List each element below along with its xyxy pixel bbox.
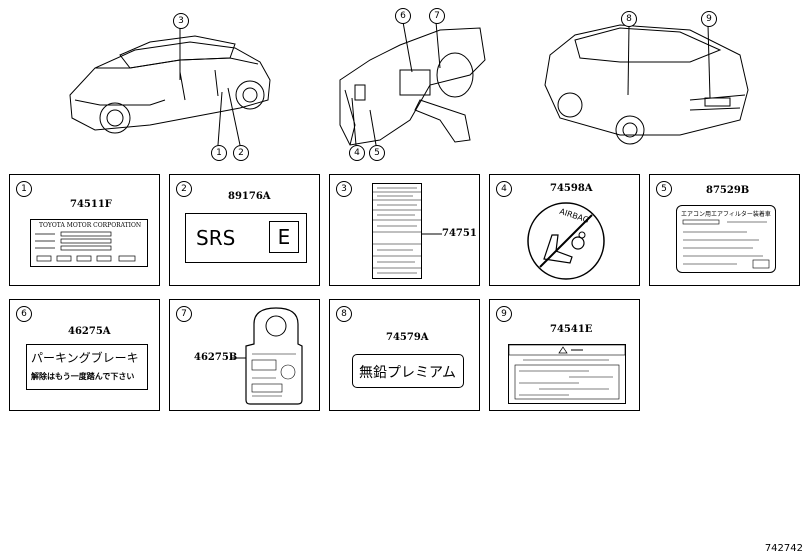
panel-1: 1 74511F TOYOTA MOTOR CORPORATION [9,174,160,286]
car-interior-view [339,27,486,146]
part-code: 74541E [550,324,593,335]
part-code: 46275B [194,352,238,363]
plate-lines [35,231,136,262]
panel-3: 3 74751 [329,174,480,286]
callout-1: 1 [211,145,227,161]
parking-brake-label: パーキングブレーキ 解除はもう一度踏んで下さい [26,344,148,390]
panel-number: 6 [16,306,32,322]
panel-number: 2 [176,181,192,197]
airbag-warning-symbol: AIRBAG [527,202,605,280]
callout-9: 9 [701,11,717,27]
panel-9: 9 74541E [489,299,640,411]
part-code: 74511F [70,199,112,210]
part-code: 74579A [386,332,429,343]
callout-3: 3 [173,13,189,29]
part-code: 74751 [442,228,477,239]
callout-8: 8 [621,11,637,27]
callout-6: 6 [395,8,411,24]
caution-label [508,344,626,404]
srs-e-box: E [269,221,299,253]
panel-number: 1 [16,181,32,197]
vehicle-plate-label: TOYOTA MOTOR CORPORATION [30,219,148,267]
callout-7: 7 [429,8,445,24]
figure-id: 742742 [764,543,803,554]
premium-fuel-label: 無鉛プレミアム [352,354,464,388]
panel-8: 8 74579A 無鉛プレミアム [329,299,480,411]
parking-brake-instruction: 解除はもう一度踏んで下さい [31,372,135,381]
panel-2: 2 89176A SRS E [169,174,320,286]
part-code: 89176A [228,191,271,202]
leader-line [422,233,442,235]
ac-filter-lines [682,219,770,269]
callout-4: 4 [349,145,365,161]
panel-7: 7 46275B [169,299,320,411]
callout-5: 5 [369,145,385,161]
srs-label: SRS E [185,213,307,263]
ac-filter-title: エアコン用エアフィルター装着車 [681,211,771,218]
panel-6: 6 46275A パーキングブレーキ 解除はもう一度踏んで下さい [9,299,160,411]
vehicle-illustrations [69,21,749,146]
tire-info-lines [373,187,421,274]
part-code: 74598A [550,183,593,194]
hang-tag-label [245,307,303,405]
tire-info-label [372,183,422,279]
callout-2: 2 [233,145,249,161]
caution-label-lines [508,344,626,400]
panel-4: 4 74598A AIRBAG [489,174,640,286]
car-rear-view [544,24,749,145]
leader-line [232,357,246,359]
manufacturer-text: TOYOTA MOTOR CORPORATION [39,222,142,229]
panel-number: 5 [656,181,672,197]
panel-number: 9 [496,306,512,322]
panel-number: 8 [336,306,352,322]
part-code: 87529B [706,185,750,196]
panel-5: 5 87529B エアコン用エアフィルター装着車 [649,174,800,286]
car-front-view [69,35,271,134]
part-code: 46275A [68,326,111,337]
panel-number: 3 [336,181,352,197]
panel-number: 7 [176,306,192,322]
premium-fuel-text: 無鉛プレミアム [359,365,457,381]
ac-filter-label: エアコン用エアフィルター装着車 [676,205,776,273]
panel-number: 4 [496,181,512,197]
srs-text: SRS [196,226,236,250]
parking-brake-title: パーキングブレーキ [31,351,139,365]
